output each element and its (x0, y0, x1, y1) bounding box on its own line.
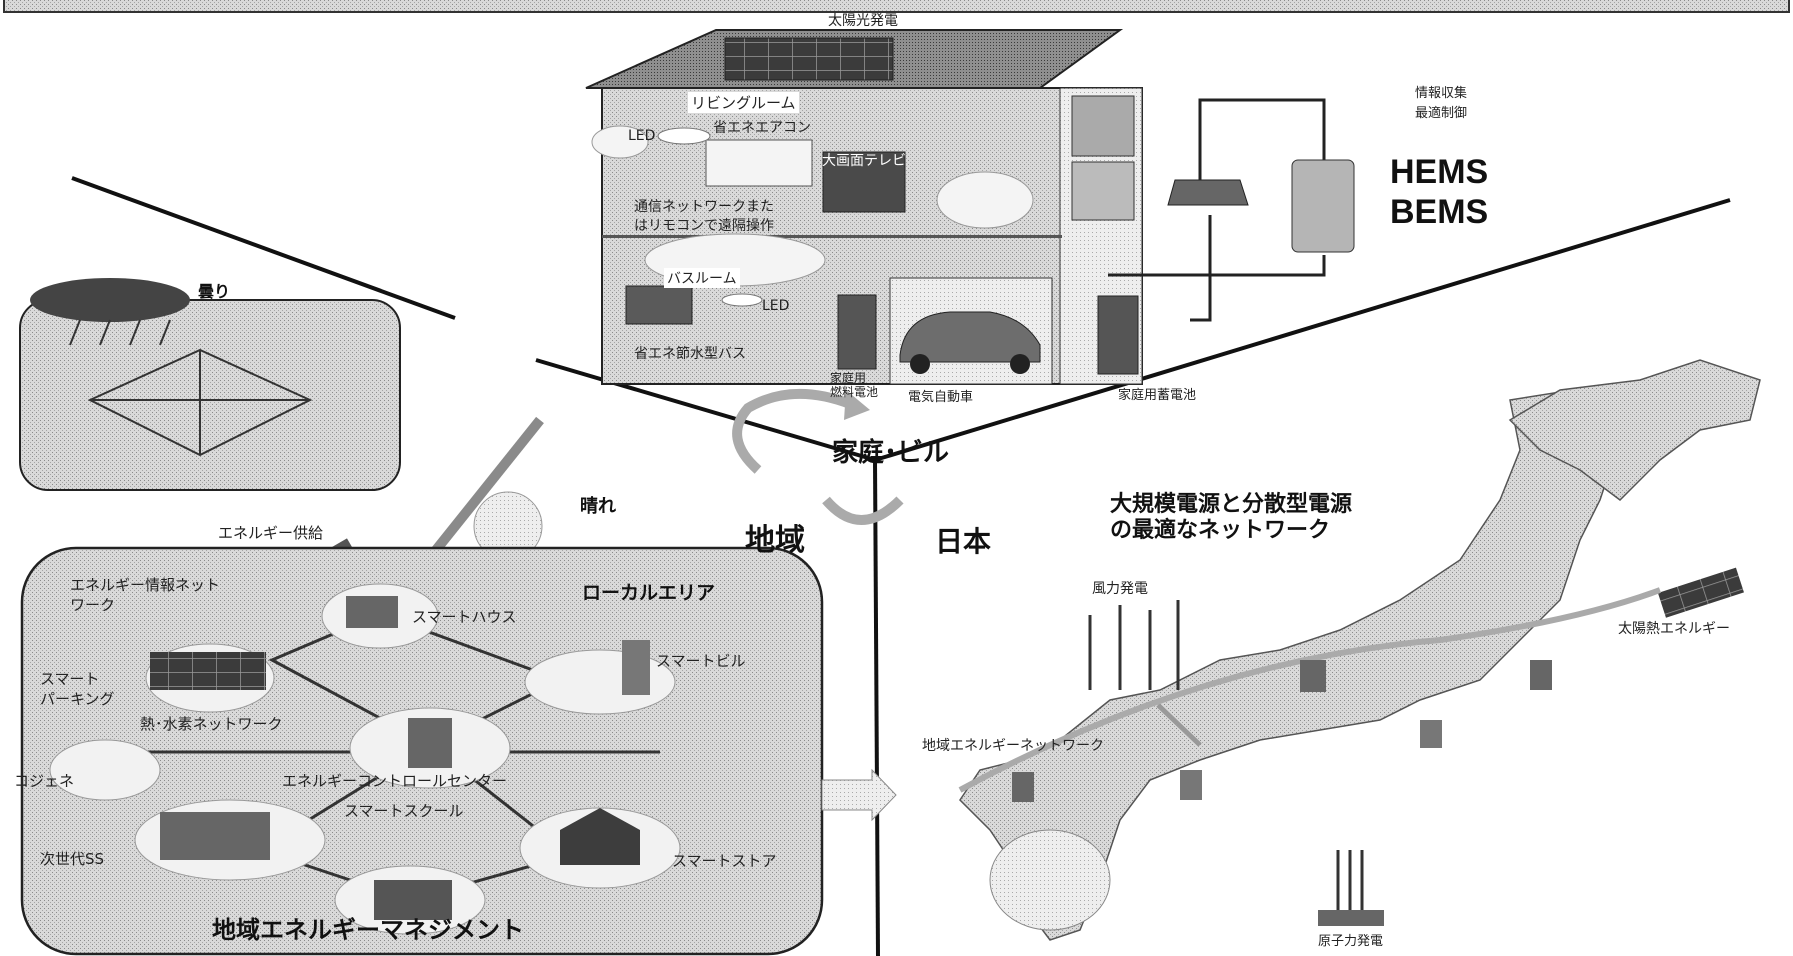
cycle-arrowhead-top (844, 390, 870, 420)
optimal-control-label: 最適制御 (1415, 106, 1468, 121)
next-gen-ss-icon (160, 812, 270, 860)
smart-school-icon (374, 880, 452, 920)
led-light-icon (657, 127, 711, 145)
smart-house-icon (346, 596, 398, 628)
hems-server-icon (1291, 159, 1355, 253)
divider-lines (71, 176, 1731, 956)
network-title-line1: 大規模電源と分散型電源 (1110, 492, 1353, 517)
ev-label: 電気自動車 (908, 390, 974, 405)
top-banner (3, 0, 1790, 13)
led-bath-label: LED (762, 298, 790, 314)
smart-building-label: スマートビル (656, 652, 746, 670)
rain-lines (69, 319, 171, 346)
ev-car-icon (899, 311, 1041, 363)
mini-network (87, 348, 313, 457)
aircon-icon (705, 139, 813, 187)
parking-icon (150, 652, 266, 690)
hydrogen-network-label: 熱･水素ネットワーク (140, 715, 283, 733)
meter-box-2-icon (1071, 161, 1135, 221)
wind-turbines-icon (1088, 600, 1180, 690)
home-battery-label: 家庭用蓄電池 (1118, 388, 1197, 403)
regional-energy-management-title: 地域エネルギーマネジメント (212, 916, 524, 944)
living-room-label: リビングルーム (688, 92, 799, 113)
ev-wheel-front-icon (910, 354, 930, 374)
ev-wheel-rear-icon (1010, 354, 1030, 374)
regional-network-arc (958, 587, 1662, 793)
smart-building-bubble (524, 649, 676, 715)
smart-store-label: スマートストア (672, 852, 777, 870)
map-building-icon (1180, 770, 1202, 800)
led-top-label: LED (628, 128, 656, 144)
smart-parking-line1: スマート (40, 670, 100, 688)
room-divider (602, 235, 1062, 238)
map-building-icon (1530, 660, 1552, 690)
cloudy-label: 曇り (198, 282, 231, 301)
meter-box-1-icon (1071, 95, 1135, 157)
hems-label: HEMS (1390, 153, 1489, 191)
kyushu-cloud (989, 829, 1111, 931)
bems-label: BEMS (1390, 193, 1489, 231)
cogene-bubble (49, 739, 161, 801)
control-center-icon (408, 718, 452, 768)
fuel-cell-line2: 燃料電池 (830, 385, 879, 399)
smart-store-icon (560, 808, 640, 865)
local-area-label: ローカルエリア (582, 582, 716, 604)
smart-building-icon (622, 640, 650, 695)
smart-parking-line2: パーキング (40, 690, 115, 708)
network-remote-line2: はリモコンで遠隔操作 (634, 218, 774, 234)
solar-power-label: 太陽光発電 (828, 13, 898, 29)
smart-school-label: スマートスクール (344, 802, 464, 820)
home-building-label: 家庭･ビル (832, 438, 950, 468)
cloud-bubble (591, 125, 649, 159)
solar-thermal-icon (1657, 567, 1744, 618)
tv-icon (822, 151, 906, 213)
map-building-icon (1420, 720, 1442, 748)
tv-label: 大画面テレビ (822, 153, 906, 169)
bathroom-label: バスルーム (664, 268, 740, 288)
eco-bath-label: 省エネ節水型バス (634, 346, 746, 362)
nuclear-power-label: 原子力発電 (1318, 934, 1384, 949)
aircon-label: 省エネエアコン (713, 120, 811, 136)
japan-label: 日本 (935, 525, 992, 558)
hems-wiring (1108, 98, 1326, 322)
router-icon (1167, 179, 1249, 206)
hokkaido-map (1508, 359, 1761, 501)
rain-cloud-icon (30, 278, 190, 322)
fuel-cell-line1: 家庭用 (830, 371, 867, 385)
fuel-cell-icon (837, 294, 877, 370)
control-center-label: エネルギーコントロールセンター (282, 772, 508, 790)
solar-thermal-label: 太陽熱エネルギー (1618, 621, 1730, 637)
sunny-label: 晴れ (580, 496, 616, 517)
energy-beam (416, 416, 544, 574)
nuclear-plant-base (1318, 910, 1384, 926)
map-building-icon (1300, 660, 1326, 692)
network-title-line2: の最適なネットワーク (1110, 518, 1331, 543)
energy-supply-label: エネルギー供給 (218, 524, 324, 542)
next-gen-ss-label: 次世代SS (40, 850, 105, 868)
info-network-line2: ワーク (70, 596, 116, 614)
cloudy-area-panel (19, 299, 401, 491)
battery-icon (1097, 295, 1139, 375)
info-collect-label: 情報収集 (1415, 86, 1468, 101)
cloud-bubble (936, 171, 1034, 229)
info-network-line1: エネルギー情報ネット (70, 576, 221, 594)
regional-energy-network-label: 地域エネルギーネットワーク (922, 738, 1104, 754)
map-building-icon (1012, 772, 1034, 802)
network-remote-line1: 通信ネットワークまた (634, 199, 774, 215)
cycle-arrow-bottom (822, 496, 904, 525)
cogeneration-label: コジェネ (14, 772, 75, 790)
wind-pointer (1156, 703, 1202, 747)
led-bath-icon (721, 293, 763, 307)
wind-power-label: 風力発電 (1092, 581, 1148, 597)
solar-panels (724, 37, 894, 81)
cycle-arrow-top (732, 388, 852, 474)
region-label: 地域 (745, 523, 805, 558)
smart-house-label: スマートハウス (412, 608, 517, 626)
region-to-japan-arrow (821, 768, 897, 822)
bathtub-icon (625, 285, 693, 325)
